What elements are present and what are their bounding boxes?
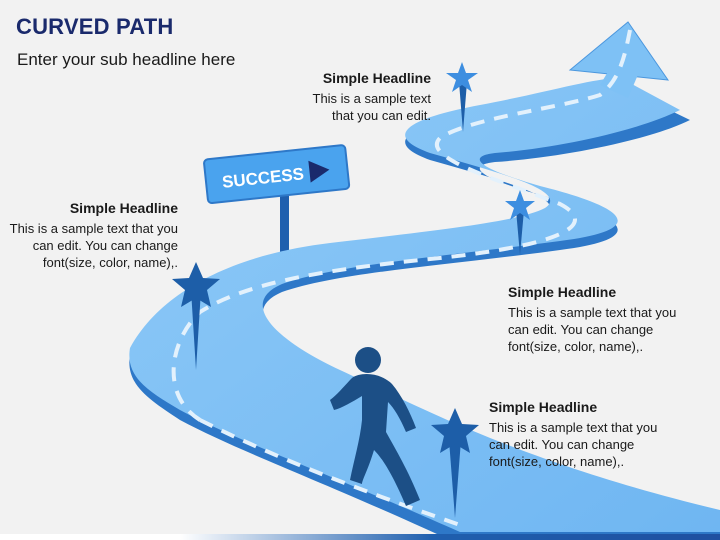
block-4-text: This is a sample text that you can edit.… xyxy=(489,420,658,469)
road-center-dashes xyxy=(171,29,632,422)
star-pin-1 xyxy=(446,62,478,132)
star-icon xyxy=(446,62,478,92)
block-2-headline: Simple Headline xyxy=(69,200,178,216)
star-pin-2 xyxy=(505,190,535,255)
star-pin-4 xyxy=(431,408,479,518)
headline-block-1: Simple Headline This is a sample text th… xyxy=(300,70,432,124)
block-3-headline: Simple Headline xyxy=(508,284,617,300)
star-icon xyxy=(505,190,535,220)
star-pin-3 xyxy=(172,262,220,370)
walking-person-icon xyxy=(330,347,420,506)
star-icon xyxy=(172,262,220,307)
block-2-text: This is a sample text that you can edit.… xyxy=(9,221,178,270)
block-1-text: This is a sample text that you can edit. xyxy=(312,91,432,123)
block-4-headline: Simple Headline xyxy=(489,399,598,415)
page-title: CURVED PATH xyxy=(16,14,174,39)
headline-block-4: Simple Headline This is a sample text th… xyxy=(489,399,669,470)
play-arrow-icon xyxy=(308,160,330,183)
block-1-headline: Simple Headline xyxy=(322,70,431,86)
bottom-accent-bar xyxy=(0,534,720,540)
headline-block-3: Simple Headline This is a sample text th… xyxy=(508,284,688,355)
star-icon xyxy=(431,408,479,453)
success-sign: SUCCESS xyxy=(203,144,351,205)
road-surface xyxy=(129,78,720,532)
arrow-neck xyxy=(600,60,640,98)
page-subtitle: Enter your sub headline here xyxy=(17,50,236,69)
road-center-dashes-lower xyxy=(199,418,461,527)
sign-post xyxy=(280,190,289,280)
headline-block-2: Simple Headline This is a sample text th… xyxy=(0,200,178,271)
block-3-text: This is a sample text that you can edit.… xyxy=(508,305,677,354)
